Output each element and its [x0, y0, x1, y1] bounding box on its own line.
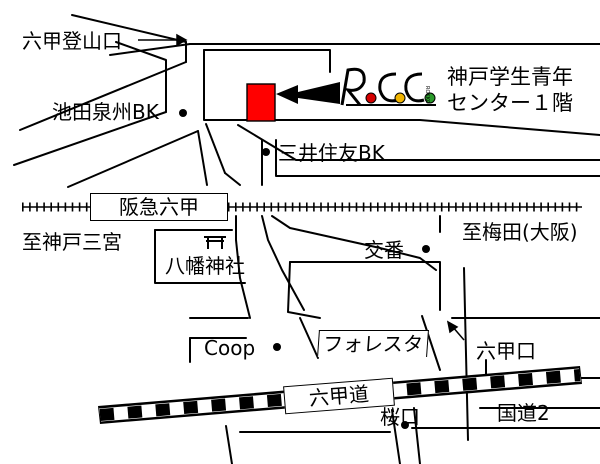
sakuraguchi-dot-icon — [401, 421, 409, 429]
arrow-icon — [276, 82, 340, 104]
logo-rococo — [340, 67, 436, 106]
direction-arrows — [138, 33, 465, 341]
coop-dot-icon — [273, 343, 281, 351]
label-rokkoguchi: 六甲口 — [476, 339, 536, 363]
bank-dot-icon — [179, 109, 187, 117]
label-to-umeda: 至梅田(大阪) — [462, 220, 578, 244]
logo-subtext: ROKKO — [424, 86, 430, 104]
destination-line2: センター１階 — [447, 91, 573, 115]
destination-line1: 神戸学生青年 — [447, 65, 573, 89]
label-kokudo2: 国道2 — [497, 401, 550, 425]
label-koban: 交番 — [364, 238, 404, 262]
bank-dot-icon — [262, 148, 270, 156]
label-rokko-tozanguchi: 六甲登山口 — [22, 29, 122, 53]
koban-dot-icon — [422, 245, 430, 253]
destination-marker — [246, 83, 276, 122]
label-ikeda-senshu-bk: 池田泉州BK — [52, 100, 159, 124]
label-to-kobe-sannomiya: 至神戸三宮 — [22, 230, 122, 254]
label-coop: Coop — [204, 336, 256, 360]
station-hankyu-rokko: 阪急六甲 — [90, 193, 228, 221]
label-mitsui-sumitomo-bk: 三井住友BK — [278, 141, 385, 165]
label-sakuraguchi: 桜口 — [380, 405, 420, 429]
building-foresta: フォレスタ — [317, 330, 429, 357]
road-network — [13, 14, 600, 464]
label-hachiman-jinja: 八幡神社 — [165, 254, 245, 278]
shrine-icon — [204, 236, 226, 249]
